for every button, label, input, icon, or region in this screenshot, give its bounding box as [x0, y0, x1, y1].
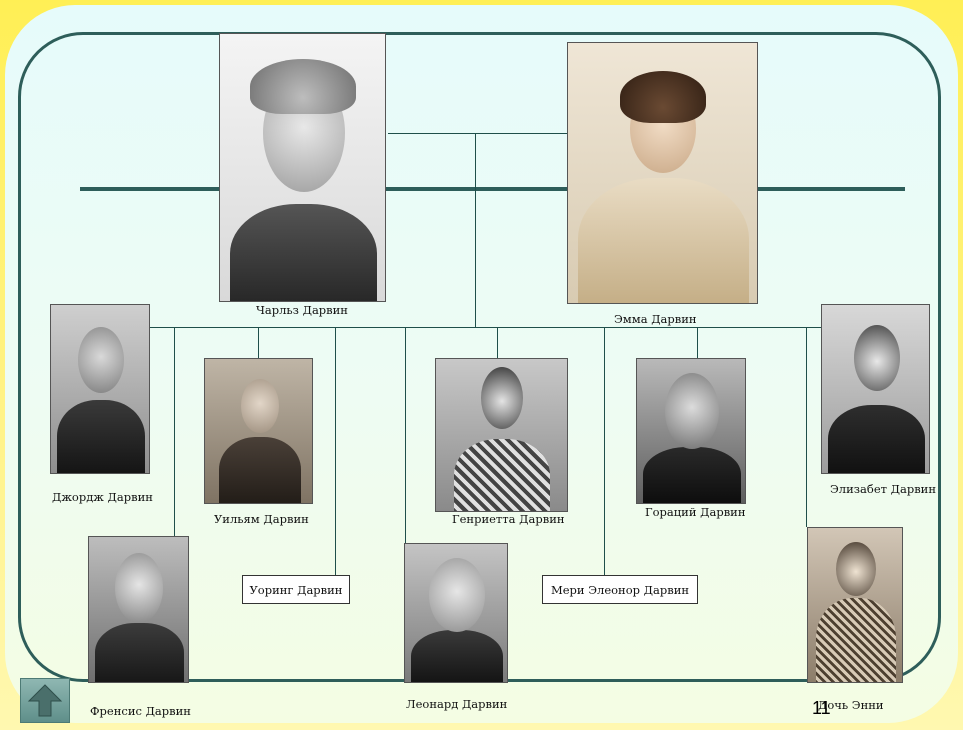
horace-darwin-portrait — [636, 358, 746, 504]
connector-william — [258, 327, 259, 359]
william-darwin-label: Уильям Дарвин — [214, 512, 309, 526]
elizabeth-darwin-portrait — [821, 304, 930, 474]
william-darwin-portrait — [204, 358, 313, 504]
connector-waring — [335, 327, 336, 575]
connector-horace — [697, 327, 698, 359]
charles-darwin-label: Чарльз Дарвин — [256, 303, 348, 317]
waring-darwin-label: Уоринг Дарвин — [242, 575, 350, 604]
up-arrow-icon — [27, 684, 63, 717]
leonard-darwin-label: Леонард Дарвин — [406, 697, 508, 711]
charles-darwin-portrait — [219, 33, 386, 302]
children-line — [150, 327, 826, 328]
horace-darwin-label: Гораций Дарвин — [645, 505, 746, 519]
marriage-line — [388, 133, 568, 134]
connector-leonard — [405, 327, 406, 543]
annie-darwin-label: Дочь Энни — [818, 698, 884, 712]
leonard-darwin-portrait — [404, 543, 508, 683]
connector-henrietta — [497, 327, 498, 359]
descent-line — [475, 133, 476, 327]
page-number: 11 — [812, 698, 831, 718]
connector-mary-eleanor — [604, 327, 605, 575]
connector-annie — [806, 327, 807, 527]
mary-eleanor-darwin-label: Мери Элеонор Дарвин — [542, 575, 698, 604]
francis-darwin-label: Френсис Дарвин — [90, 704, 191, 718]
elizabeth-darwin-label: Элизабет Дарвин — [830, 482, 937, 496]
henrietta-darwin-portrait — [435, 358, 568, 512]
up-arrow-button[interactable] — [20, 678, 70, 723]
emma-darwin-label: Эмма Дарвин — [614, 312, 697, 326]
francis-darwin-portrait — [88, 536, 189, 683]
emma-darwin-portrait — [567, 42, 758, 304]
parents-divider-line — [80, 187, 905, 191]
annie-darwin-portrait — [807, 527, 903, 683]
george-darwin-portrait — [50, 304, 150, 474]
connector-francis — [174, 327, 175, 537]
henrietta-darwin-label: Генриетта Дарвин — [452, 512, 565, 526]
george-darwin-label: Джордж Дарвин — [52, 490, 153, 504]
